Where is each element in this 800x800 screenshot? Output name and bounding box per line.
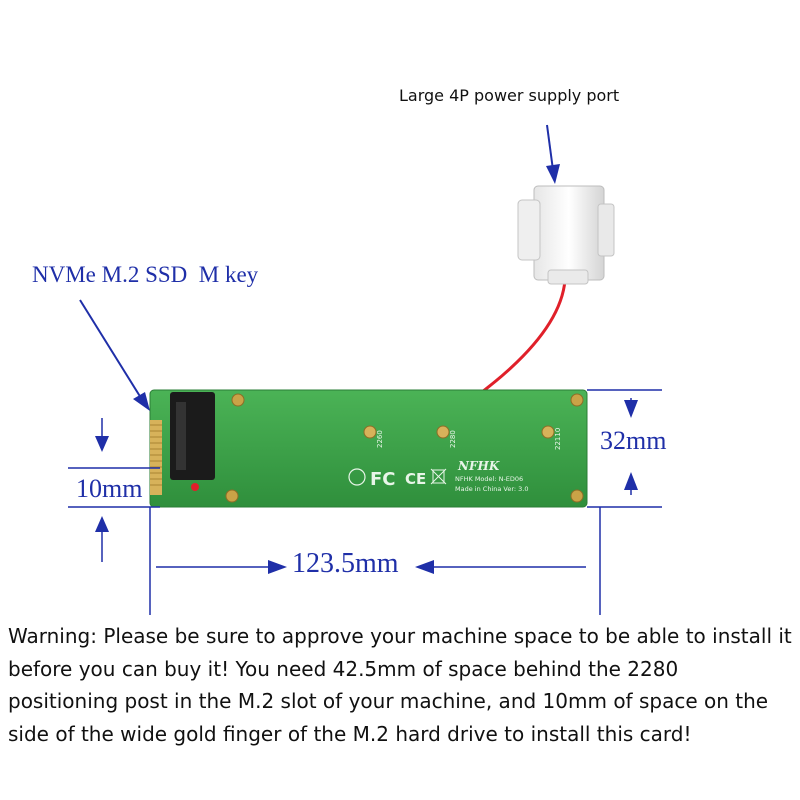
pcb-board: 2260 2280 22110 FC CE NFHK NFHK Model: N…: [149, 389, 588, 508]
mount-hole: [225, 489, 239, 503]
silk-post-22110: 22110: [554, 428, 562, 450]
power-port-label: Large 4P power supply port: [399, 86, 620, 105]
power-port-arrow: [546, 124, 560, 184]
mount-hole: [570, 489, 584, 503]
silk-model: NFHK Model: N-ED06: [455, 475, 523, 483]
silk-made-in: Made in China Ver: 3.0: [455, 485, 529, 493]
silk-brand: NFHK: [457, 459, 500, 473]
recycle-bin-icon: [430, 468, 447, 485]
silk-post-2280: 2280: [449, 430, 457, 448]
post-2260: [363, 425, 377, 439]
annotations: [68, 124, 662, 615]
post-22110: [541, 425, 555, 439]
mount-hole: [231, 393, 245, 407]
width-label: 32mm: [600, 426, 667, 455]
nf-logo-icon: [348, 468, 366, 486]
warning-text: Warning: Please be sure to approve your …: [8, 624, 792, 746]
silk-fc: FC: [370, 469, 396, 490]
gold-finger: [150, 420, 162, 495]
molex-connector: [517, 185, 615, 285]
silk-ce: CE: [405, 470, 426, 488]
offset-label: 10mm: [76, 474, 143, 503]
m-key-arrow: [79, 299, 150, 411]
mount-hole: [570, 393, 584, 407]
silk-post-2260: 2260: [376, 430, 384, 448]
ssd-key-label: NVMe M.2 SSD M key: [32, 262, 259, 287]
post-2280: [436, 425, 450, 439]
length-label: 123.5mm: [292, 548, 399, 579]
dimension-123-5mm: [149, 507, 601, 615]
dimension-10mm: [68, 418, 160, 562]
